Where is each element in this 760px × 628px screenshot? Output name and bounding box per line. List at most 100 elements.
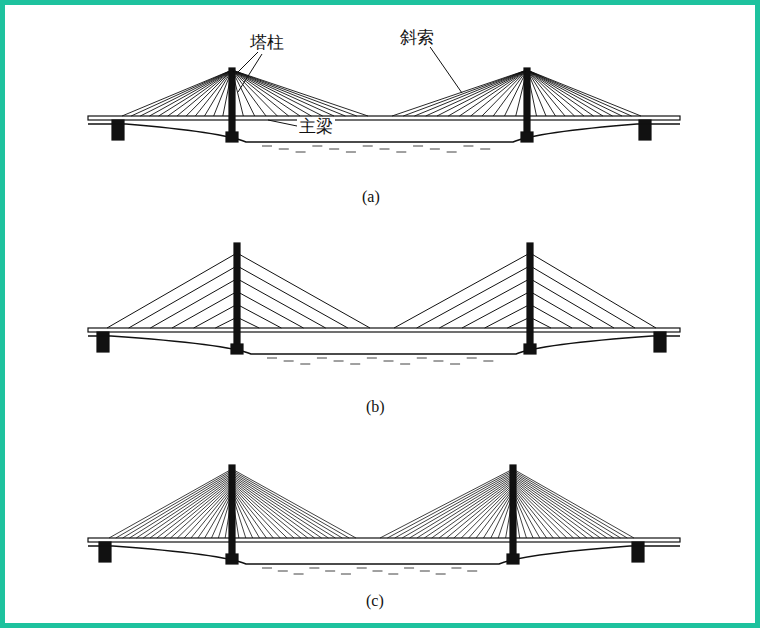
water-dash	[363, 146, 373, 147]
stay-cable	[232, 495, 239, 538]
water-dash	[483, 361, 493, 362]
stay-cable	[232, 70, 368, 116]
stay-cable	[232, 477, 322, 538]
water-dash	[467, 358, 477, 359]
water-dash	[396, 152, 406, 153]
stay-cable	[513, 495, 520, 538]
stay-cable	[513, 485, 567, 538]
main-girder	[88, 328, 680, 332]
stay-cable	[122, 70, 232, 116]
stay-cable	[232, 469, 356, 538]
water-dash	[317, 358, 327, 359]
pier-base	[231, 344, 243, 354]
leader-line	[236, 52, 258, 74]
water-dash	[262, 146, 272, 147]
stay-cable	[426, 70, 527, 116]
stay-cable	[394, 253, 530, 328]
main-girder	[88, 538, 680, 542]
stay-cable	[232, 483, 294, 538]
water-dash	[373, 571, 383, 572]
stay-cable	[232, 472, 342, 538]
water-dash	[384, 361, 394, 362]
abutment	[97, 332, 109, 352]
stay-cable	[232, 494, 246, 538]
part-name: 主梁	[297, 117, 335, 136]
part-name: 斜索	[398, 28, 436, 47]
water-dash	[480, 149, 490, 150]
stay-cable	[131, 70, 232, 116]
stay-cable	[232, 70, 345, 116]
water-dash	[404, 568, 414, 569]
stay-cable	[395, 472, 513, 538]
stay-cable	[410, 475, 513, 538]
stay-cable	[513, 480, 587, 538]
water-dash	[325, 571, 335, 572]
pylon	[527, 243, 533, 352]
main-girder	[88, 116, 680, 120]
water-dash	[341, 574, 351, 575]
stay-cable	[232, 70, 357, 116]
stay-cable	[513, 475, 607, 538]
part-name: 塔柱	[248, 33, 286, 52]
stay-cable	[403, 70, 527, 116]
water-dash	[430, 149, 440, 150]
water-dash	[367, 358, 377, 359]
abutment	[112, 120, 124, 140]
stay-cable	[513, 492, 533, 538]
water-dash	[346, 152, 356, 153]
water-dash	[278, 571, 288, 572]
ground-line	[88, 336, 680, 354]
stay-cable	[232, 70, 323, 116]
stay-cable	[150, 279, 237, 328]
water-dash	[300, 364, 310, 365]
water-dash	[312, 146, 322, 147]
stay-cable	[143, 477, 232, 538]
water-dash	[329, 149, 339, 150]
water-dash	[334, 361, 344, 362]
stay-cable	[507, 317, 530, 328]
stay-cable	[194, 304, 237, 328]
stay-cable	[237, 279, 326, 328]
stay-cable	[392, 70, 527, 116]
stay-cable	[212, 492, 233, 538]
stay-cable	[513, 477, 600, 538]
water-dash	[357, 568, 367, 569]
stay-cable	[232, 480, 308, 538]
abutment	[654, 332, 666, 352]
ground-line	[88, 546, 680, 564]
stay-cable	[232, 475, 328, 538]
water-dash	[420, 571, 430, 572]
pylon	[234, 243, 240, 352]
stay-cable	[109, 469, 232, 538]
stay-cable	[513, 483, 574, 538]
stay-cable	[177, 485, 232, 538]
stay-cable	[136, 475, 232, 538]
pier-base	[521, 132, 533, 142]
water-dash	[400, 364, 410, 365]
stay-cable	[186, 70, 232, 116]
abutment	[99, 542, 111, 562]
stay-cable	[159, 70, 232, 116]
abutment	[632, 542, 644, 562]
leader-line	[238, 54, 262, 92]
stay-cable	[232, 70, 289, 116]
water-dash	[417, 358, 427, 359]
pier-base	[226, 132, 238, 142]
stay-cable	[447, 483, 514, 538]
stay-cable	[237, 317, 259, 328]
stay-cable	[157, 480, 232, 538]
stay-cable	[215, 317, 237, 328]
stay-cable	[218, 494, 232, 538]
stay-cable	[485, 304, 530, 328]
water-dash	[262, 568, 272, 569]
stay-cable	[140, 70, 232, 116]
stay-cable	[232, 474, 335, 538]
water-dash	[433, 361, 443, 362]
figure-caption: (c)	[364, 592, 386, 610]
stay-cable	[513, 474, 614, 538]
water-dash	[284, 361, 294, 362]
stay-cable	[195, 70, 232, 116]
leader-line	[268, 120, 297, 126]
